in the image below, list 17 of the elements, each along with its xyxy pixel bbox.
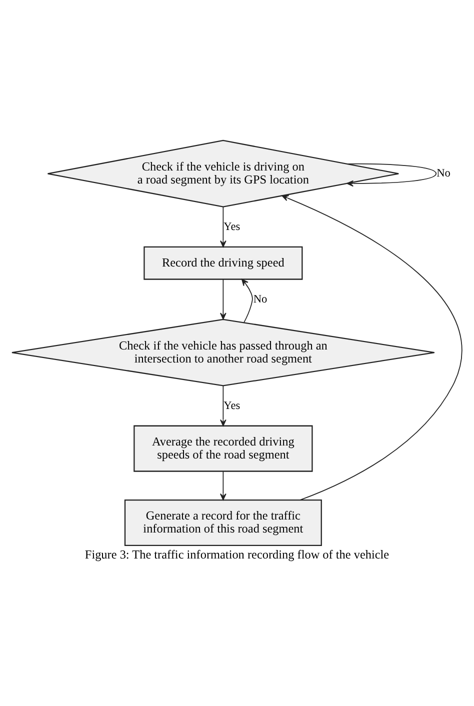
edge-label: No [253,293,268,306]
arrow [220,471,226,500]
edge-label: No [436,168,450,180]
edge-label: Yes [224,400,240,412]
arrow [220,385,226,426]
arrow [220,206,226,248]
node-box: Generate a record for the traffic information of this road segment [124,499,322,546]
arrow [220,278,226,320]
arrow [282,195,462,500]
edge-label: Yes [224,220,240,233]
arrow [242,278,253,323]
caption: Figure 3: The traffic information recording flow of the vehicle [84,548,390,562]
node-box: Record the driving speed [144,246,303,280]
node-box: Average the recorded driving speeds of the road segment [134,425,313,472]
node-diamond: Check if the vehicle is driving on a road segment by its GPS location [47,140,400,208]
arrow [346,163,437,187]
node-diamond: Check if the vehicle has passed through an intersection to another road segment [11,318,435,386]
